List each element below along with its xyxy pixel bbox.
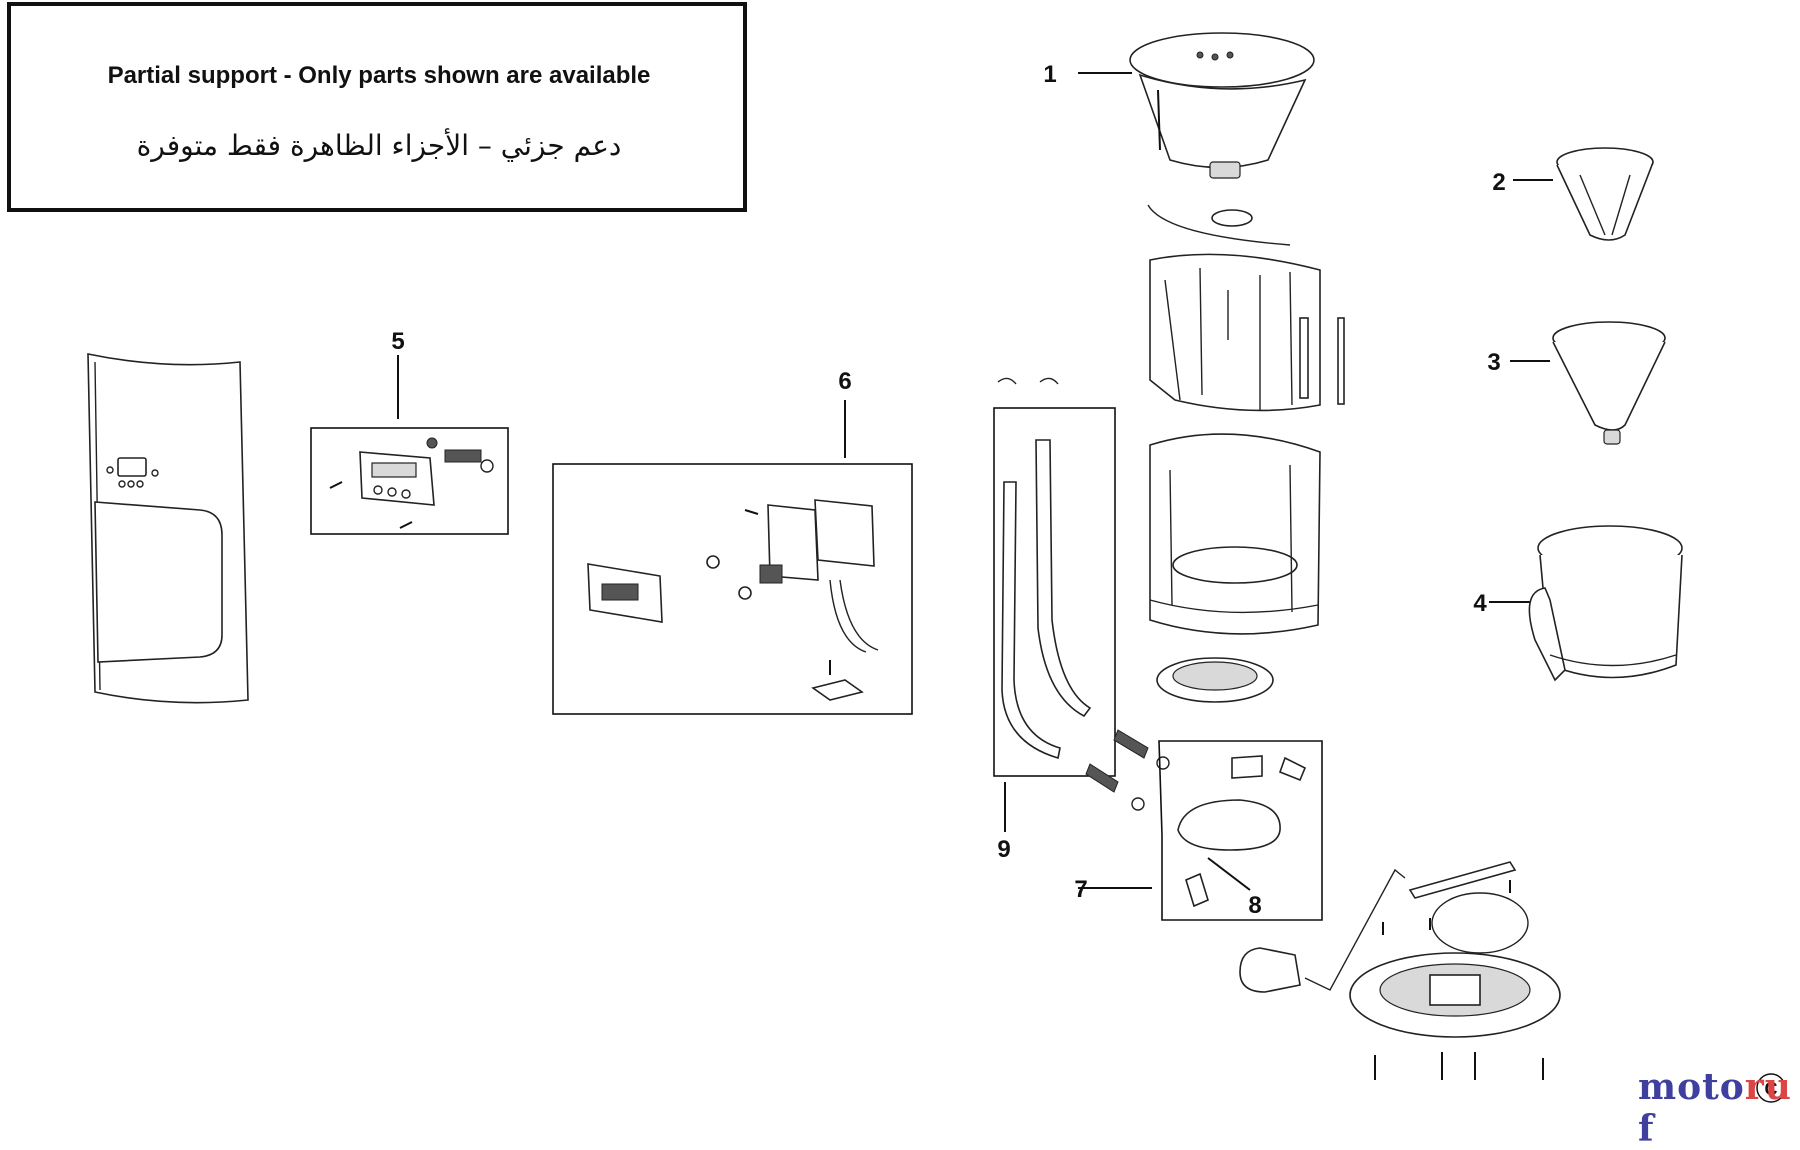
notice-arabic: دعم جزئي – الأجزاء الظاهرة فقط متوفرة [137, 127, 622, 162]
carafe-part [1489, 525, 1683, 682]
callout-4: 4 [1473, 590, 1487, 617]
callout-6: 6 [838, 368, 851, 395]
clip-parts [997, 377, 1059, 385]
hot-plate-part [1156, 657, 1274, 703]
spring-parts [1085, 729, 1170, 811]
tubes-part [993, 407, 1116, 832]
diagram-canvas: Partial support - Only parts shown are a… [7, 2, 1786, 1103]
trademark-letter: C [1765, 1079, 1778, 1099]
callout-9: 9 [997, 836, 1010, 863]
upper-housing-part [1149, 253, 1345, 412]
callout-7: 7 [1074, 876, 1087, 903]
watermark-part-1: moto [1638, 1066, 1745, 1108]
watermark-logo: motoru f [1638, 1066, 1800, 1150]
callout-2: 2 [1492, 169, 1505, 196]
filter-holder-part [1078, 32, 1315, 179]
base-assembly-part [1239, 861, 1561, 1080]
filter-basket-part [1513, 147, 1654, 241]
watermark-part-3: f [1638, 1108, 1655, 1150]
front-panel [87, 353, 249, 704]
callout-8: 8 [1248, 892, 1261, 919]
callout-1: 1 [1043, 61, 1056, 88]
callout-5: 5 [391, 328, 404, 355]
exploded-parts-diagram: Partial support - Only parts shown are a… [7, 2, 1791, 1150]
callout-3: 3 [1487, 349, 1500, 376]
cone-filter-part [1510, 321, 1666, 445]
notice-box: Partial support - Only parts shown are a… [7, 2, 747, 212]
callout-labels: 1 2 3 4 5 6 7 8 9 [391, 61, 1505, 919]
notice-english: Partial support - Only parts shown are a… [108, 62, 651, 89]
trademark-mark: C [1756, 1073, 1786, 1103]
watermark-part-2: ru [1744, 1066, 1792, 1108]
lower-housing-part [1149, 433, 1321, 635]
control-panel-part [310, 355, 509, 535]
pcb-assembly-part [552, 400, 913, 715]
heating-element-part [1078, 740, 1323, 921]
seal-parts [1147, 204, 1291, 246]
